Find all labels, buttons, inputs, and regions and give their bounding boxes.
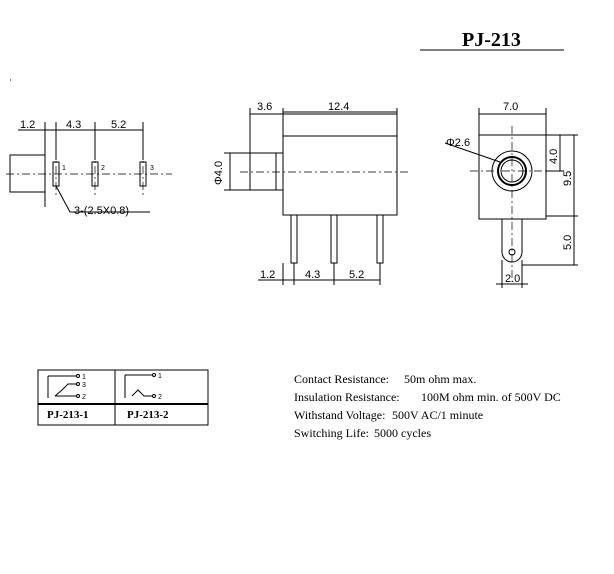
terminal-dot (76, 382, 80, 386)
spec-withstand-voltage-value: 500V AC/1 minute (392, 408, 483, 422)
terminal-label: 2 (82, 394, 86, 401)
front-body (282, 111, 398, 216)
end-dim-9-5: 9.5 (562, 171, 574, 186)
front-barrel (249, 152, 284, 191)
pin-callout-leader (55, 185, 150, 213)
end-view: Φ2.6 7.0 4.0 9.5 5.0 2.0 (444, 101, 578, 288)
title-block: PJ-213 (420, 29, 564, 51)
front-dim-dia-4-0: Φ4.0 (213, 161, 225, 185)
side-view: 1 2 3 1.2 4.3 5.2 3-(2.5X0.8) (6, 119, 172, 217)
front-dim-bottom-1-2: 1.2 (260, 269, 275, 281)
schematic-pj-213-2: 1 2 (124, 373, 162, 401)
table-frame (37, 369, 209, 426)
end-dim-2-0: 2.0 (505, 273, 520, 285)
schematic-pj-213-1: 1 3 2 (47, 374, 86, 401)
side-dim-1-2: 1.2 (20, 119, 35, 131)
front-dim-bottom-5-2: 5.2 (349, 269, 364, 281)
spec-contact-resistance-label: Contact Resistance: (294, 372, 389, 386)
spec-switching-life-label: Switching Life: (294, 426, 369, 440)
front-pin-2 (330, 214, 338, 264)
terminal-dot (76, 394, 80, 398)
spec-insulation-resistance-label: Insulation Resistance: (294, 390, 400, 404)
terminal-label: 2 (158, 394, 162, 401)
terminal-dot (76, 374, 80, 378)
side-pin-3-label: 3 (150, 165, 154, 172)
end-dim-7-0: 7.0 (503, 101, 518, 113)
pin-callout-label: 3-(2.5X0.8) (74, 205, 129, 217)
front-dim-12-4: 12.4 (328, 101, 349, 113)
front-pin-1 (290, 214, 298, 264)
side-dim-4-3: 4.3 (66, 119, 81, 131)
end-dim-4-0: 4.0 (548, 149, 560, 164)
spec-switching-life-value: 5000 cycles (374, 426, 431, 440)
spec-contact-resistance-value: 50m ohm max. (404, 372, 476, 386)
side-dim-5-2: 5.2 (111, 119, 126, 131)
side-pin-2-label: 2 (101, 165, 105, 172)
hole-callout-leader (444, 142, 501, 163)
front-dim-bottom-4-3: 4.3 (305, 269, 320, 281)
end-dim-5-0: 5.0 (562, 235, 574, 250)
model-label-pj-213-2: PJ-213-2 (127, 409, 169, 421)
end-dim-dia-2-6: Φ2.6 (446, 137, 470, 149)
terminal-label: 1 (82, 374, 86, 381)
front-pin-3 (376, 214, 384, 264)
side-pin-1-label: 1 (62, 165, 66, 172)
front-dim-3-6: 3.6 (257, 101, 272, 113)
front-view: 3.6 12.4 Φ4.0 1.2 4.3 5.2 (213, 101, 410, 285)
spec-insulation-resistance-value: 100M ohm min. of 500V DC (421, 390, 561, 404)
spec-withstand-voltage-label: Withstand Voltage: (294, 408, 385, 422)
terminal-dot (152, 373, 156, 377)
terminal-label: 3 (82, 382, 86, 389)
end-body (478, 134, 547, 220)
schematic-table: 1 3 2 1 2 PJ-213-1 PJ-213-2 (37, 369, 209, 426)
schematic-switch (131, 389, 152, 397)
schematic-switch (54, 383, 76, 397)
end-tab-hole (508, 248, 516, 256)
terminal-dot (152, 394, 156, 398)
terminal-label: 1 (158, 373, 162, 380)
side-view-body-outline (9, 140, 46, 207)
model-label-pj-213-1: PJ-213-1 (47, 409, 89, 421)
specifications: Contact Resistance: 50m ohm max. Insulat… (294, 372, 561, 440)
page-title: PJ-213 (462, 29, 521, 51)
end-tab (501, 219, 523, 263)
